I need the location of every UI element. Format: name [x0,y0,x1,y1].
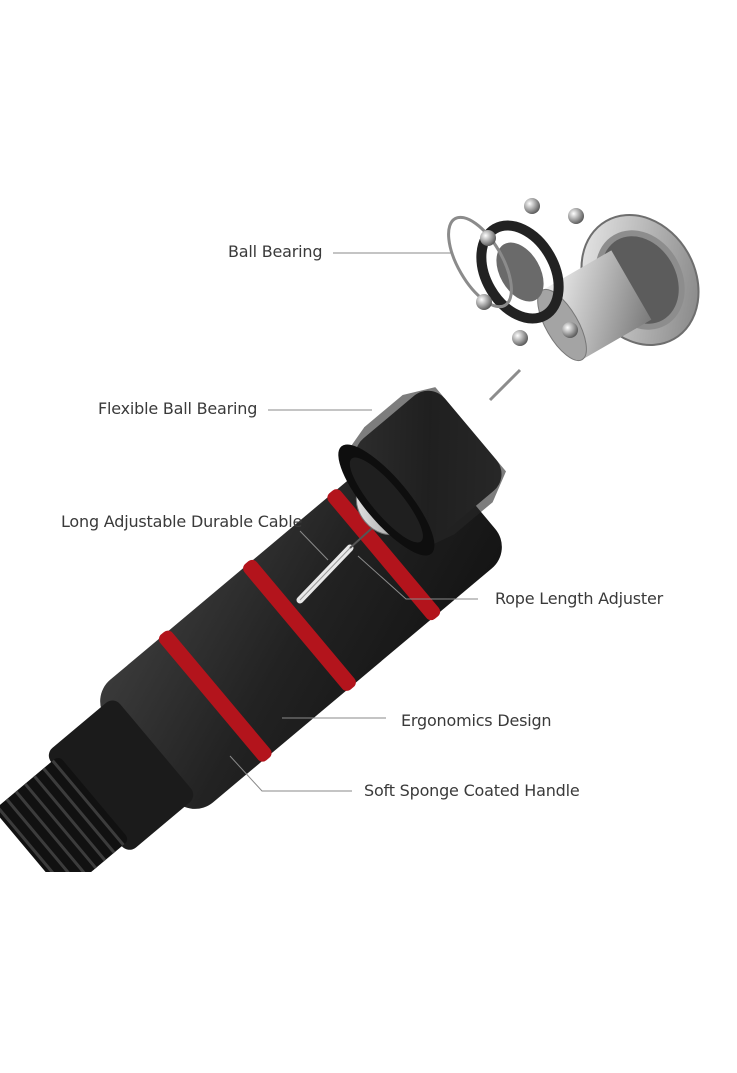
threaded-neck [0,757,128,872]
label-long-adjustable-cable: Long Adjustable Durable Cable [61,512,303,531]
handle-stripe [243,559,356,691]
bearing-ball [512,330,528,346]
label-soft-sponge-handle: Soft Sponge Coated Handle [364,781,580,800]
leader-line-cable [299,530,329,561]
leader-line-rope-length-adjuster [357,555,478,600]
label-rope-length-adjuster: Rope Length Adjuster [495,589,663,608]
handle-stripe [158,630,272,762]
label-ball-bearing: Ball Bearing [228,242,323,261]
bearing-ball [562,322,578,338]
bearing-ball [480,230,496,246]
handle-stripe [327,489,441,621]
flexible-bearing-cap [338,368,522,556]
ball-bearing-assembly [447,198,700,362]
leader-line-sponge-handle [229,755,352,792]
leader-lines [229,252,478,792]
bearing-ball [568,208,584,224]
label-ergonomics-design: Ergonomics Design [401,711,552,730]
bearing-ball [476,294,492,310]
bearing-ball [524,198,540,214]
label-flexible-ball-bearing: Flexible Ball Bearing [98,399,258,418]
